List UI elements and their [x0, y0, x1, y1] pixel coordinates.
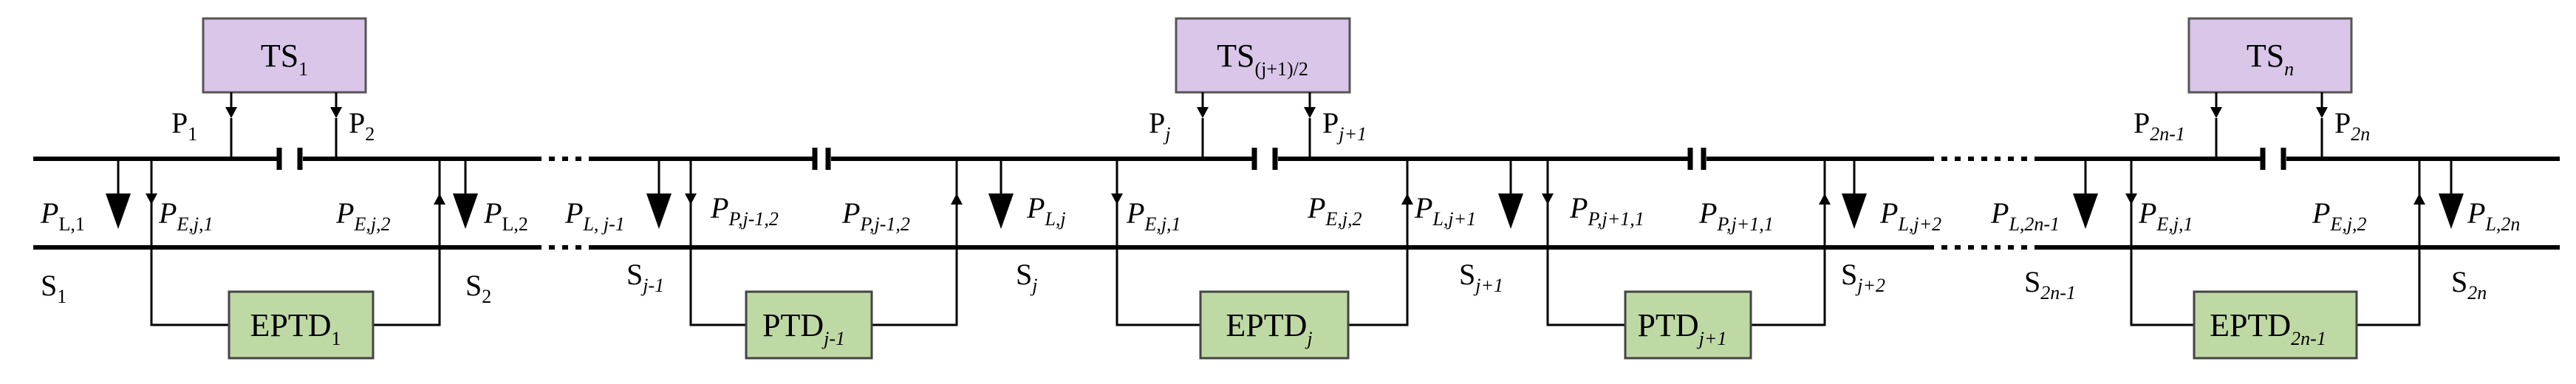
- label-pl1: PL,1: [40, 196, 85, 235]
- section-s-2n-minus-1: S2n-1: [2024, 265, 2076, 304]
- neutral-section-5: [2260, 148, 2286, 170]
- section-s-j: Sj: [1016, 258, 1037, 296]
- label-p1: P1: [171, 106, 197, 145]
- section-s1: S1: [41, 269, 66, 307]
- label-pp-j-plus-1-1: PP,j+1,1: [1569, 191, 1644, 230]
- eptd-j-wiring: [1111, 159, 1413, 326]
- svg-text:EPTD2n-1: EPTD2n-1: [2210, 307, 2326, 349]
- neutral-section-3: [1251, 148, 1278, 170]
- label-pl2: PL,2: [483, 196, 528, 235]
- label-pl-j: PL,j: [1026, 191, 1066, 230]
- device-eptd-2n-minus-1: EPTD2n-1: [2193, 290, 2358, 360]
- label-pej2-a: PE,j,2: [335, 196, 391, 235]
- label-pj: Pj: [1149, 106, 1170, 145]
- label-pl-j-plus-1: PL,j+1: [1414, 191, 1476, 230]
- section-s-j-plus-2: Sj+2: [1841, 258, 1885, 296]
- device-eptd1: EPTD1: [228, 290, 375, 360]
- device-eptd-j: EPTDj: [1199, 290, 1350, 360]
- traction-substation-mid: TS(j+1)/2: [1175, 17, 1351, 159]
- section-s-j-minus-1: Sj-1: [626, 258, 664, 296]
- device-ptd-j-minus-1: PTDj-1: [745, 290, 873, 360]
- neutral-section-2: [812, 148, 831, 170]
- svg-text:PTDj+1: PTDj+1: [1638, 307, 1727, 349]
- label-pl-j-plus-2: PL,j+2: [1879, 196, 1941, 235]
- section-s-j-plus-1: Sj+1: [1459, 258, 1503, 296]
- section-s-2n: S2n: [2451, 265, 2487, 304]
- label-pl-2n: PL,2n: [2467, 196, 2520, 235]
- neutral-section-1: [276, 148, 303, 170]
- svg-text:EPTDj: EPTDj: [1226, 307, 1312, 349]
- label-p2: P2: [349, 106, 375, 145]
- label-p2n: P2n: [2334, 106, 2370, 145]
- svg-text:EPTD1: EPTD1: [250, 307, 341, 349]
- label-pl-j-minus-1: PL, j-1: [564, 196, 625, 235]
- device-ptd-j-plus-1: PTDj+1: [1624, 290, 1752, 360]
- svg-text:TS(j+1)/2: TS(j+1)/2: [1217, 38, 1308, 80]
- svg-text:TSn: TSn: [2247, 38, 2294, 80]
- label-pl-2n-minus-1: PL,2n-1: [1990, 196, 2060, 235]
- section-s2: S2: [465, 269, 491, 307]
- load-arrows: [106, 159, 2464, 229]
- svg-text:TS1: TS1: [261, 38, 308, 80]
- eptd-2n-minus-1-wiring: [2125, 159, 2425, 326]
- svg-text:PTDj-1: PTDj-1: [762, 307, 845, 349]
- label-pej2-b: PE,j,2: [1307, 191, 1362, 230]
- label-p2n-minus-1: P2n-1: [2133, 106, 2185, 145]
- traction-substation-1: TS1: [202, 17, 367, 159]
- eptd1-wiring: [146, 159, 445, 326]
- label-pej1-c: PE,j,1: [2138, 196, 2193, 235]
- neutral-section-4: [1687, 148, 1706, 170]
- label-pp-j-plus-1-1-b: PP,j+1,1: [1698, 196, 1774, 235]
- traction-substation-n: TSn: [2187, 17, 2353, 159]
- ptd-j-minus-1-wiring: [685, 159, 963, 326]
- label-pp-j-minus-1-2-b: PP,j-1,2: [841, 196, 910, 235]
- ptd-j-plus-1-wiring: [1542, 159, 1831, 326]
- label-pp-j-minus-1-2: PP,j-1,2: [710, 191, 779, 230]
- label-pej1-b: PE,j,1: [1126, 196, 1181, 235]
- label-pej2-c: PE,j,2: [2312, 196, 2367, 235]
- label-pej1-a: PE,j,1: [158, 196, 213, 235]
- label-pj-plus-1: Pj+1: [1322, 106, 1367, 145]
